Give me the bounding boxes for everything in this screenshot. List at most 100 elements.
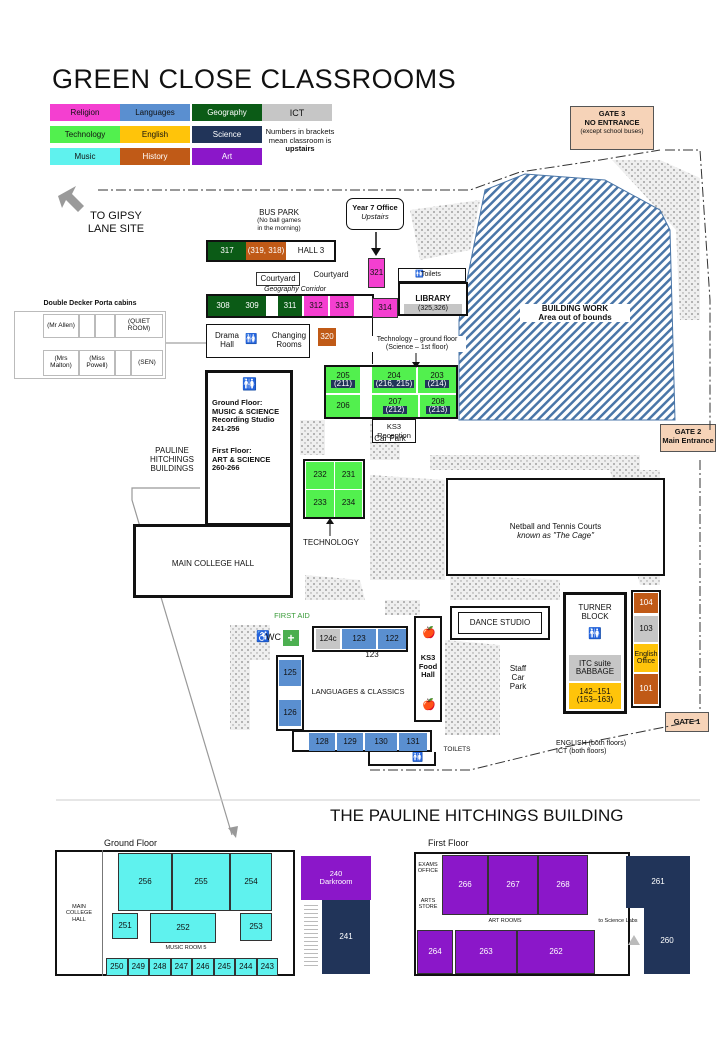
- changing-toilets-icon: 🚻: [245, 334, 258, 345]
- legend-science: Science: [192, 126, 262, 143]
- room-309: 309: [238, 296, 266, 316]
- rooms-142-label: 142–151: [579, 686, 611, 696]
- netball-courts-title: Netball and Tennis Courts: [509, 522, 602, 531]
- rooms-153-label: (153–163): [576, 695, 614, 704]
- room-207: 207(212): [372, 395, 418, 417]
- building-work-title: BUILDING WORK: [541, 304, 609, 313]
- porta-empty-3: [115, 350, 131, 376]
- courtyard-2: Courtyard: [313, 270, 349, 279]
- legend-history: History: [120, 148, 190, 165]
- room-204-label: 204: [387, 370, 401, 380]
- legend-note-line3: upstairs: [285, 144, 315, 154]
- gate-2-title: GATE 2: [674, 427, 702, 436]
- up-arrow-icon: [628, 932, 640, 945]
- technology-note-line1: Technology – ground floor: [376, 336, 458, 343]
- legend-art: Art: [192, 148, 262, 165]
- room-253: 253: [240, 913, 272, 941]
- main-college-hall: MAIN COLLEGE HALL: [133, 524, 293, 598]
- ks3-reception-line2: Reception: [377, 431, 411, 440]
- room-101: 101: [634, 674, 658, 704]
- toilets-top: 🚻 Toilets: [398, 268, 466, 282]
- legend-note-line2: mean classroom is: [268, 135, 332, 145]
- room-126: 126: [279, 700, 301, 726]
- toilets-icon: 🚻: [412, 752, 424, 762]
- room-104: 104: [634, 593, 658, 613]
- pauline-hitchings-label: PAULINE HITCHINGS BUILDINGS: [142, 446, 202, 474]
- room-129: 129: [337, 733, 363, 751]
- languages-classics-label: LANGUAGES & CLASSICS: [311, 687, 405, 696]
- dance-studio-label: DANCE STUDIO: [458, 612, 542, 634]
- pauline-hitchings-line2: HITCHINGS: [150, 455, 194, 465]
- first-floor-label: First Floor: [428, 838, 469, 848]
- room-251: 251: [112, 913, 138, 939]
- ks3-reception-line1: KS3: [386, 422, 402, 431]
- room-312: 312: [304, 296, 328, 316]
- room-124c: 124c: [316, 629, 340, 649]
- room-233: 233: [306, 490, 334, 517]
- room-255: 255: [172, 853, 230, 911]
- drama-hall-line1: Drama: [214, 331, 239, 340]
- room-244: 244: [235, 958, 257, 976]
- building-work-area: [458, 173, 676, 421]
- room-308: 308: [208, 296, 238, 316]
- room-131: 131: [399, 733, 427, 751]
- rooms-142-151: 142–151(153–163): [569, 683, 621, 709]
- library-rooms: (325,326): [404, 304, 462, 314]
- ks3-food-line2: Food: [418, 661, 438, 671]
- porta-empty-2: [95, 314, 115, 338]
- room-208-label: 208: [431, 396, 445, 406]
- changing-rooms-label: Changing Rooms: [269, 331, 309, 349]
- building-work-subtitle: Area out of bounds: [538, 313, 612, 323]
- staff-car-park-line2: Car: [511, 673, 525, 683]
- gate-3-title: GATE 3: [598, 109, 626, 118]
- room-231: 231: [335, 462, 362, 489]
- wheelchair-icon: ♿: [256, 631, 270, 643]
- room-205-label: 205: [336, 370, 350, 380]
- room-252: 252: [150, 913, 216, 943]
- bus-park-label: BUS PARK (No ball games in the morning): [244, 208, 314, 232]
- staff-car-park: Staff Car Park: [500, 664, 536, 692]
- pauline-first-b: 260-266: [212, 463, 240, 473]
- geography-corridor: Geography Corridor: [264, 286, 326, 293]
- bus-park-note1: (No ball games: [257, 217, 301, 225]
- room-211-label: (211): [330, 379, 356, 389]
- toilets-icon: 🚻: [588, 628, 602, 640]
- netball-courts-label: Netball and Tennis Courts known as "The …: [448, 522, 663, 540]
- exams-office: EXAMS OFFICE: [416, 862, 440, 875]
- room-314: 314: [372, 298, 398, 318]
- room-130: 130: [365, 733, 397, 751]
- room-263: 263: [455, 930, 517, 974]
- pauline-ground-a: MUSIC & SCIENCE: [212, 406, 280, 416]
- music-room-row: 250 249 248 247 246 245 244 243: [106, 958, 278, 976]
- room-266: 266: [442, 855, 488, 915]
- bus-park-title: BUS PARK: [259, 208, 299, 217]
- room-243: 243: [256, 958, 278, 976]
- room-260: 260: [644, 908, 690, 974]
- gf-main-hall-label: MAIN COLLEGE HALL: [55, 904, 103, 923]
- pauline-building-title: THE PAULINE HITCHINGS BUILDING: [330, 806, 624, 825]
- room-234: 234: [335, 490, 362, 517]
- room-267: 267: [488, 855, 538, 915]
- pauline-hitchings-line3: BUILDINGS: [150, 464, 194, 474]
- library: LIBRARY (325,326): [398, 282, 468, 316]
- year7-office-subtitle: Upstairs: [361, 212, 389, 221]
- netball-courts: Netball and Tennis Courts known as "The …: [446, 478, 665, 576]
- technology-note-line2: (Science – 1st floor): [385, 344, 449, 352]
- porta-cabins: (Mr Allen) (QUIET ROOM) (Mrs Malton) (Mi…: [14, 311, 166, 379]
- first-aid-label: FIRST AID: [274, 611, 310, 620]
- pauline-first-floor: First Floor: ART & SCIENCE 260-266: [212, 446, 292, 473]
- car-park-label: Car Park: [374, 434, 406, 443]
- room-250: 250: [106, 958, 128, 976]
- hall-3: HALL 3: [297, 245, 325, 255]
- room-245: 245: [213, 958, 235, 976]
- pauline-first-title: First Floor:: [212, 446, 252, 455]
- room-262: 262: [517, 930, 595, 974]
- dance-studio: DANCE STUDIO: [450, 606, 550, 640]
- room-122: 122: [378, 629, 406, 649]
- room-204: 204(216, 215): [372, 367, 416, 393]
- staff-car-park-line1: Staff: [509, 664, 527, 673]
- music-rooms-label: MUSIC ROOM 5: [165, 945, 207, 951]
- stairs: [304, 902, 318, 966]
